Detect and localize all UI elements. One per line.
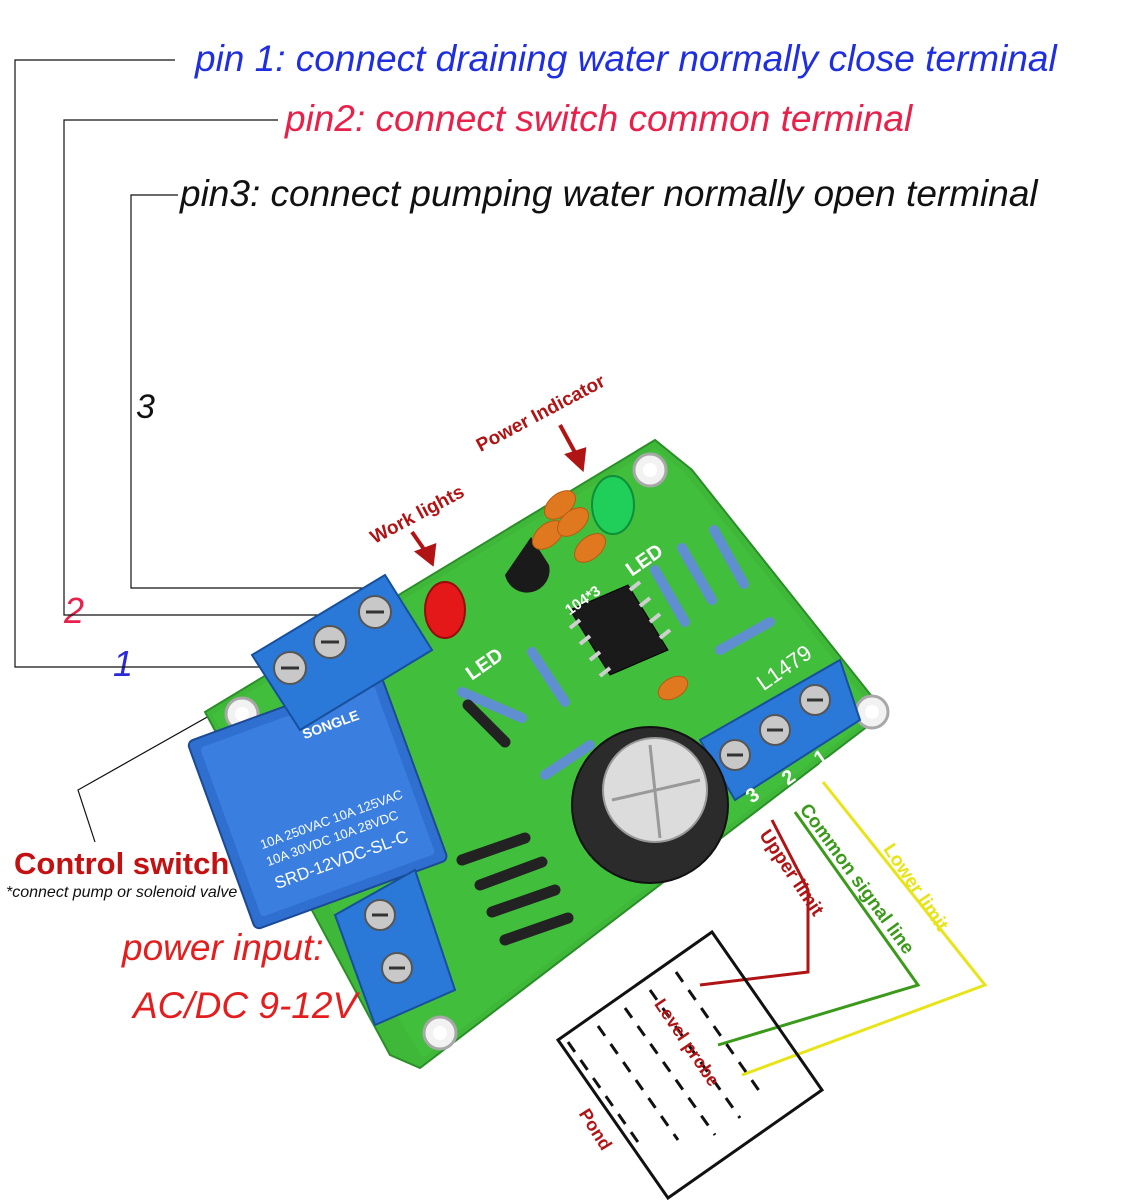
sensor-terminal-block bbox=[698, 658, 862, 802]
power-terminal-block bbox=[333, 868, 457, 1027]
diode bbox=[486, 884, 561, 918]
control-switch-note: *connect pump or solenoid valve bbox=[6, 884, 238, 901]
resistor bbox=[650, 565, 690, 627]
ceramic-capacitor bbox=[574, 533, 606, 563]
pin2-label: pin2: connect switch common terminal bbox=[285, 98, 913, 139]
resistor bbox=[677, 543, 717, 605]
common-signal-wire bbox=[717, 811, 921, 1047]
power-input-label: power input: bbox=[122, 927, 324, 968]
transistor bbox=[505, 537, 550, 593]
resistor bbox=[715, 617, 775, 655]
output-terminal-block bbox=[250, 573, 434, 732]
green-led bbox=[591, 475, 635, 535]
red-led bbox=[424, 581, 466, 639]
water-dashes bbox=[566, 971, 762, 1146]
pond-container bbox=[555, 929, 825, 1200]
diode bbox=[456, 832, 531, 866]
ceramic-capacitor bbox=[657, 675, 689, 701]
relay bbox=[187, 672, 448, 930]
terminal-2-callout: 2 bbox=[64, 590, 85, 631]
resistor bbox=[540, 740, 595, 780]
diode bbox=[474, 856, 548, 891]
lower-limit-wire bbox=[741, 781, 988, 1077]
resistor bbox=[527, 647, 570, 707]
pin1-label: pin 1: connect draining water normally c… bbox=[195, 38, 1057, 79]
control-switch-label: Control switch bbox=[14, 846, 230, 881]
diode bbox=[499, 912, 574, 946]
electrolytic-capacitor bbox=[571, 726, 729, 884]
power-voltage-label: AC/DC 9-12V bbox=[133, 985, 358, 1026]
resistor bbox=[709, 525, 749, 589]
upper-limit-wire bbox=[699, 819, 810, 987]
resistor bbox=[457, 687, 527, 723]
terminal-3-callout: 3 bbox=[136, 388, 155, 426]
ic-chip bbox=[568, 580, 672, 678]
ceramic-capacitor bbox=[557, 507, 589, 537]
diode bbox=[462, 699, 511, 748]
terminal-1-callout: 1 bbox=[113, 643, 134, 684]
pin3-label: pin3: connect pumping water normally ope… bbox=[180, 173, 1038, 214]
